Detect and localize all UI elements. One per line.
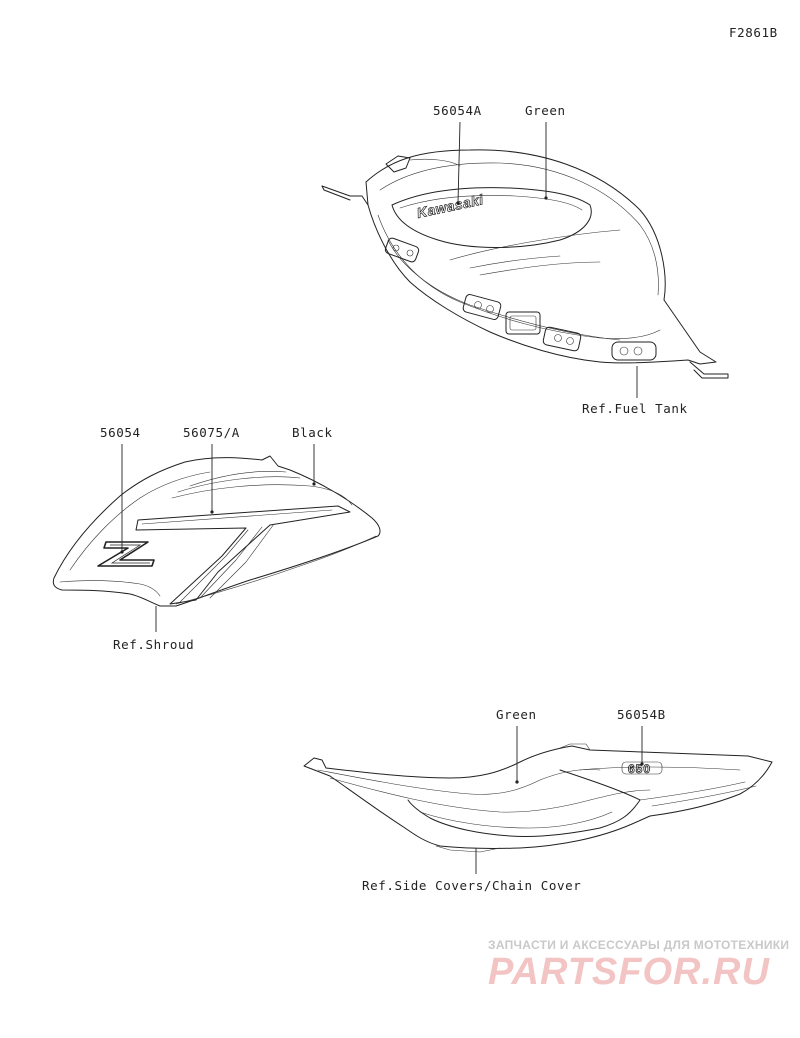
label-ref-fuel-tank: Ref.Fuel Tank (582, 401, 688, 416)
label-56054b: 56054B (617, 707, 666, 722)
label-56054a: 56054A (433, 103, 482, 118)
fuel-tank-drawing: Kawasaki (321, 149, 729, 379)
kawasaki-decal-text: Kawasaki (415, 191, 485, 221)
label-fuel-tank-green: Green (525, 103, 566, 118)
label-side-cover-green: Green (496, 707, 537, 722)
label-56075-a: 56075/A (183, 425, 240, 440)
label-shroud-black: Black (292, 425, 333, 440)
watermark-logo: PARTSFOR.RU (488, 951, 770, 993)
watermark: ЗАПЧАСТИ И АКСЕССУАРЫ ДЛЯ МОТОТЕХНИКИ PA… (488, 938, 790, 993)
shroud-drawing (52, 455, 381, 607)
label-ref-side-covers-chain-cover: Ref.Side Covers/Chain Cover (362, 878, 581, 893)
figure-code: F2861B (729, 25, 778, 40)
side-cover-drawing: 650 (303, 743, 773, 853)
watermark-tagline: ЗАПЧАСТИ И АКСЕССУАРЫ ДЛЯ МОТОТЕХНИКИ (488, 938, 790, 952)
model-650-decal-text: 650 (628, 762, 651, 776)
label-ref-shroud: Ref.Shroud (113, 637, 194, 652)
label-56054: 56054 (100, 425, 141, 440)
